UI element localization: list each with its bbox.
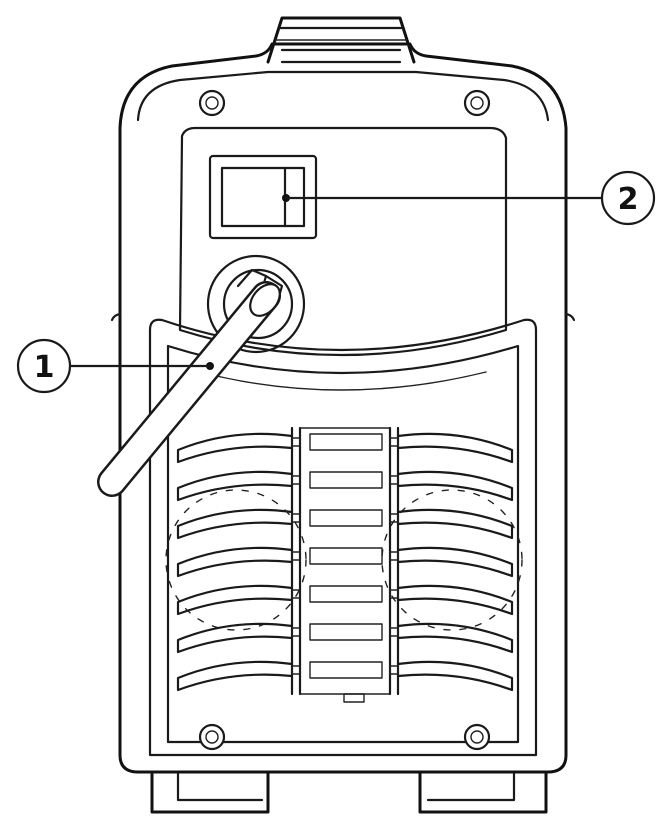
fan-blade-outline — [165, 489, 307, 631]
grille-slat-right — [396, 508, 514, 540]
grille-slat-left — [176, 660, 294, 692]
callout-2-label: 2 — [618, 182, 639, 217]
grille-clip — [291, 437, 301, 447]
grille-slat-center — [309, 509, 383, 527]
screw-top-right — [463, 89, 491, 117]
grille-clip — [291, 589, 301, 599]
grille-clip — [389, 589, 399, 599]
grille-clip — [389, 437, 399, 447]
carry-handle — [266, 16, 416, 64]
grille-slat-left — [176, 508, 294, 540]
grille-slat-center — [309, 433, 383, 451]
fan-blade-outline — [381, 489, 523, 631]
grille-clip — [389, 513, 399, 523]
grille-clip — [291, 665, 301, 675]
grille-slat-center — [309, 547, 383, 565]
grille-clip — [389, 627, 399, 637]
grille-clip — [291, 475, 301, 485]
grille-slat-left — [176, 432, 294, 464]
machine-feet — [150, 770, 548, 814]
screw-top-left — [198, 89, 226, 117]
grille-clip — [389, 475, 399, 485]
callout-2: 2 — [282, 170, 656, 226]
grille-slat-center — [309, 471, 383, 489]
grille-clip — [389, 665, 399, 675]
grille-clip — [291, 513, 301, 523]
fan-grille — [165, 426, 523, 703]
grille-clip — [389, 551, 399, 561]
grille-slat-right — [396, 470, 514, 502]
grille-slat-left — [176, 546, 294, 578]
grille-slat-center — [309, 661, 383, 679]
grille-slat-right — [396, 432, 514, 464]
screw-bottom-right — [463, 723, 491, 751]
grille-clip — [291, 627, 301, 637]
screw-bottom-left — [198, 723, 226, 751]
power-cord — [97, 281, 281, 497]
grille-clip — [291, 551, 301, 561]
callout-1: 1 — [16, 338, 214, 394]
machine-housing — [110, 42, 576, 774]
grille-slat-right — [396, 660, 514, 692]
grille-slat-right — [396, 546, 514, 578]
grille-slat-right — [396, 584, 514, 616]
grille-slat-left — [176, 584, 294, 616]
grille-slat-left — [176, 622, 294, 654]
grille-slat-left — [176, 470, 294, 502]
grille-slat-center — [309, 585, 383, 603]
grille-slat-center — [309, 623, 383, 641]
grille-slat-right — [396, 622, 514, 654]
callout-1-label: 1 — [34, 350, 55, 385]
